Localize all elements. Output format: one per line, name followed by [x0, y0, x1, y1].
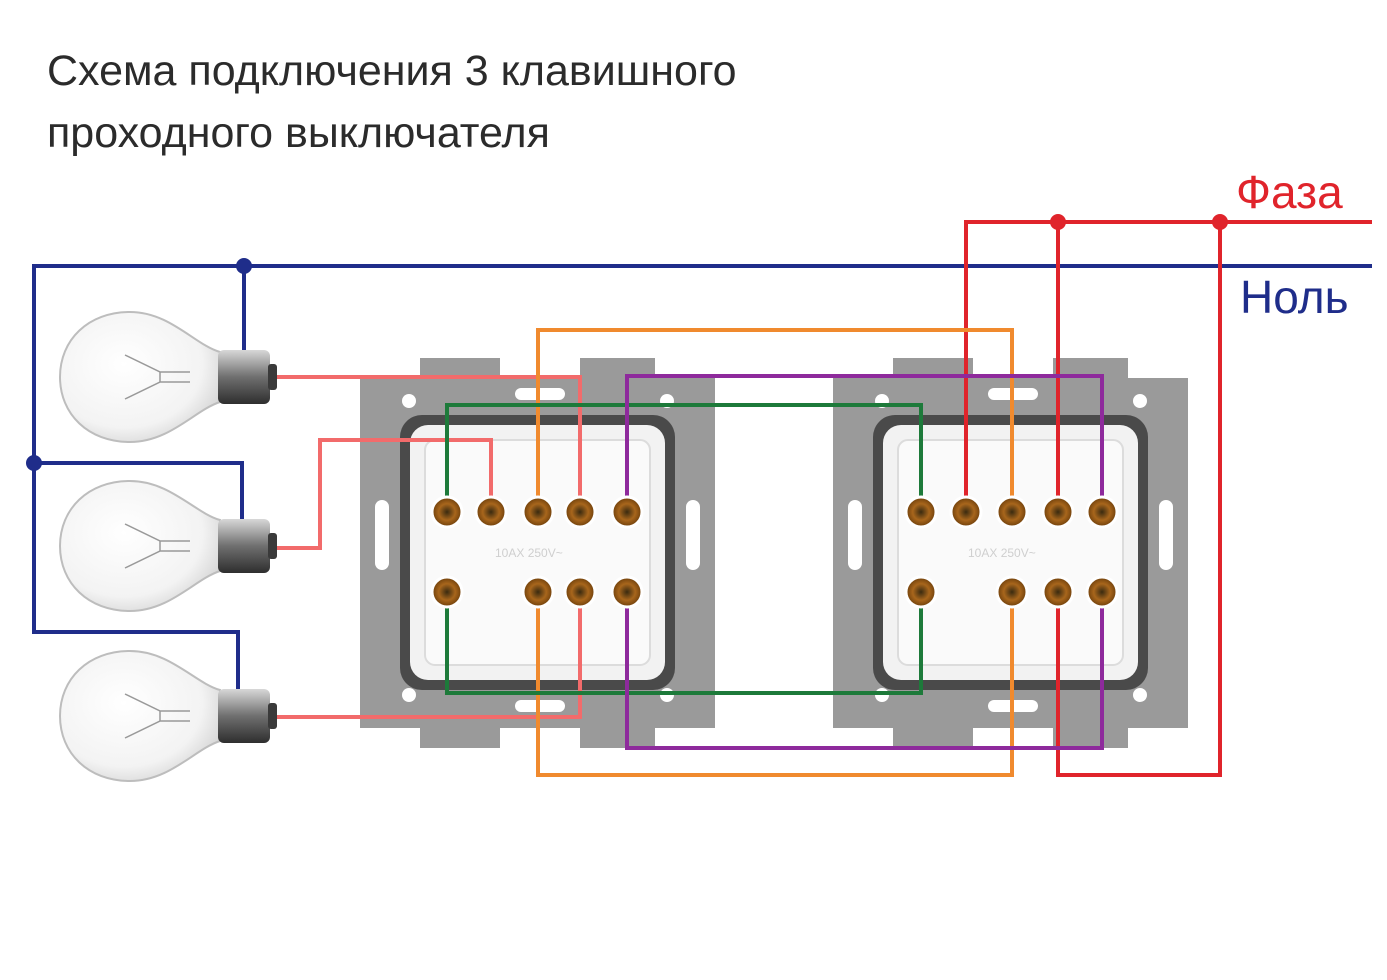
bulb-tip	[268, 533, 277, 559]
lamp-1	[58, 310, 277, 444]
terminal	[610, 575, 644, 609]
terminal	[1041, 575, 1075, 609]
bulb-base	[218, 519, 270, 573]
lamp-2-feed-wire	[275, 438, 493, 550]
terminal	[995, 495, 1029, 529]
frame-slot	[848, 500, 862, 570]
terminal	[904, 495, 938, 529]
terminal	[563, 575, 597, 609]
frame-hole	[1133, 394, 1147, 408]
bulb-tip	[268, 703, 277, 729]
bulb-glass	[58, 310, 221, 444]
title-line-1: Схема подключения 3 клавишного	[47, 47, 737, 95]
phase-junction-dot	[1050, 214, 1066, 230]
switch-left-terminals	[430, 495, 644, 609]
neutral-wire-lamp-2	[34, 461, 244, 530]
bulb-base	[218, 689, 270, 743]
neutral-junction-dot	[236, 258, 252, 274]
terminal	[949, 495, 983, 529]
purple-traveler-bottom	[625, 592, 1104, 750]
terminal	[430, 575, 464, 609]
phase-wire-branch-2	[1056, 222, 1222, 777]
filament	[124, 523, 190, 569]
terminal	[1041, 495, 1075, 529]
lamp-3	[58, 649, 277, 783]
terminal	[610, 495, 644, 529]
bulb-glass	[58, 649, 221, 783]
filament	[124, 354, 190, 400]
terminal	[521, 575, 555, 609]
terminal	[1085, 495, 1119, 529]
green-traveler-top	[445, 403, 923, 512]
frame-slot	[686, 500, 700, 570]
neutral-wire	[32, 264, 1372, 700]
bulb-glass	[58, 479, 221, 613]
filament	[124, 693, 190, 739]
frame-hole	[402, 394, 416, 408]
terminal	[474, 495, 508, 529]
neutral-junction-dot	[26, 455, 42, 471]
switch-right-terminals	[904, 495, 1119, 609]
frame-hole	[1133, 688, 1147, 702]
purple-traveler-top	[625, 374, 1104, 512]
switch-marking: 10AX 250V~	[968, 546, 1036, 560]
terminal	[995, 575, 1029, 609]
switch-right: 10AX 250V~	[833, 358, 1188, 748]
lamp-3-feed-wire	[275, 592, 582, 719]
bulb-base	[218, 350, 270, 404]
terminal	[521, 495, 555, 529]
switch-marking: 10AX 250V~	[495, 546, 563, 560]
phase-wire	[964, 220, 1372, 512]
phase-label: Фаза	[1236, 166, 1343, 218]
title-line-2: проходного выключателя	[47, 109, 550, 157]
terminal	[563, 495, 597, 529]
orange-traveler-top	[536, 328, 1014, 512]
terminal	[430, 495, 464, 529]
orange-traveler-bottom	[536, 592, 1014, 777]
lamp-1-feed-wire	[275, 375, 582, 512]
frame-slot	[375, 500, 389, 570]
frame-slot	[1159, 500, 1173, 570]
lamp-2	[58, 479, 277, 613]
neutral-label: Ноль	[1240, 271, 1349, 323]
green-traveler-bottom	[445, 592, 923, 695]
bulb-tip	[268, 364, 277, 390]
terminal	[1085, 575, 1119, 609]
diagram-title: Схема подключения 3 клавишного проходног…	[47, 40, 737, 164]
terminal	[904, 575, 938, 609]
frame-hole	[402, 688, 416, 702]
phase-junction-dot	[1212, 214, 1228, 230]
